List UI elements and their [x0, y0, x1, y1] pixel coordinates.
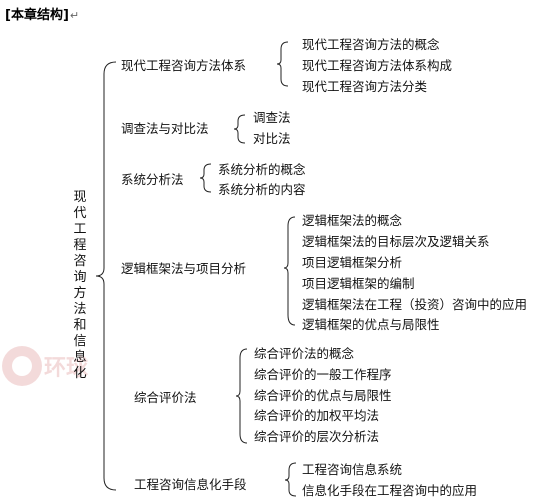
branch-label: 综合评价法: [134, 390, 197, 405]
branch-label: 工程咨询信息化手段: [134, 477, 247, 492]
child-item: 项目逻辑框架的编制: [302, 276, 415, 291]
child-item: 调查法: [253, 110, 291, 125]
brace-branch-5: [235, 348, 248, 444]
child-item: 综合评价的一般工作程序: [254, 367, 392, 382]
child-item: 逻辑框架法的目标层次及逻辑关系: [302, 234, 490, 249]
section-heading: [本章结构]↵: [5, 4, 79, 23]
child-item: 信息化手段在工程咨询中的应用: [302, 483, 478, 498]
branch-label: 逻辑框架法与项目分析: [121, 261, 247, 276]
child-item: 逻辑框架法在工程（投资）咨询中的应用: [302, 297, 528, 312]
child-item: 现代工程咨询方法分类: [302, 79, 428, 94]
root-brace: [95, 61, 117, 491]
child-item: 逻辑框架的优点与局限性: [302, 317, 440, 332]
child-item: 综合评价的优点与局限性: [254, 388, 392, 403]
root-node: 现代工程咨询方法和信息化: [73, 190, 87, 381]
brace-branch-3: [199, 163, 212, 193]
child-item: 项目逻辑框架分析: [302, 255, 403, 270]
child-item: 综合评价的加权平均法: [254, 408, 380, 423]
brace-branch-2: [233, 114, 246, 144]
branch-label: 现代工程咨询方法体系: [121, 58, 247, 73]
child-item: 现代工程咨询方法体系构成: [302, 58, 453, 73]
child-item: 系统分析的概念: [218, 162, 306, 177]
child-item: 系统分析的内容: [218, 182, 306, 197]
child-item: 综合评价法的概念: [254, 346, 355, 361]
child-item: 现代工程咨询方法的概念: [302, 37, 440, 52]
child-item: 逻辑框架法的概念: [302, 213, 403, 228]
branch-label: 系统分析法: [121, 172, 184, 187]
brace-branch-4: [283, 216, 296, 326]
child-item: 综合评价的层次分析法: [254, 429, 380, 444]
brace-branch-6: [284, 462, 297, 497]
child-item: 对比法: [253, 131, 291, 146]
section-heading-text: [本章结构]: [5, 8, 69, 23]
brace-branch-1: [276, 41, 289, 87]
branch-label: 调查法与对比法: [121, 121, 209, 136]
paragraph-mark: ↵: [69, 9, 80, 22]
child-item: 工程咨询信息系统: [302, 462, 403, 477]
